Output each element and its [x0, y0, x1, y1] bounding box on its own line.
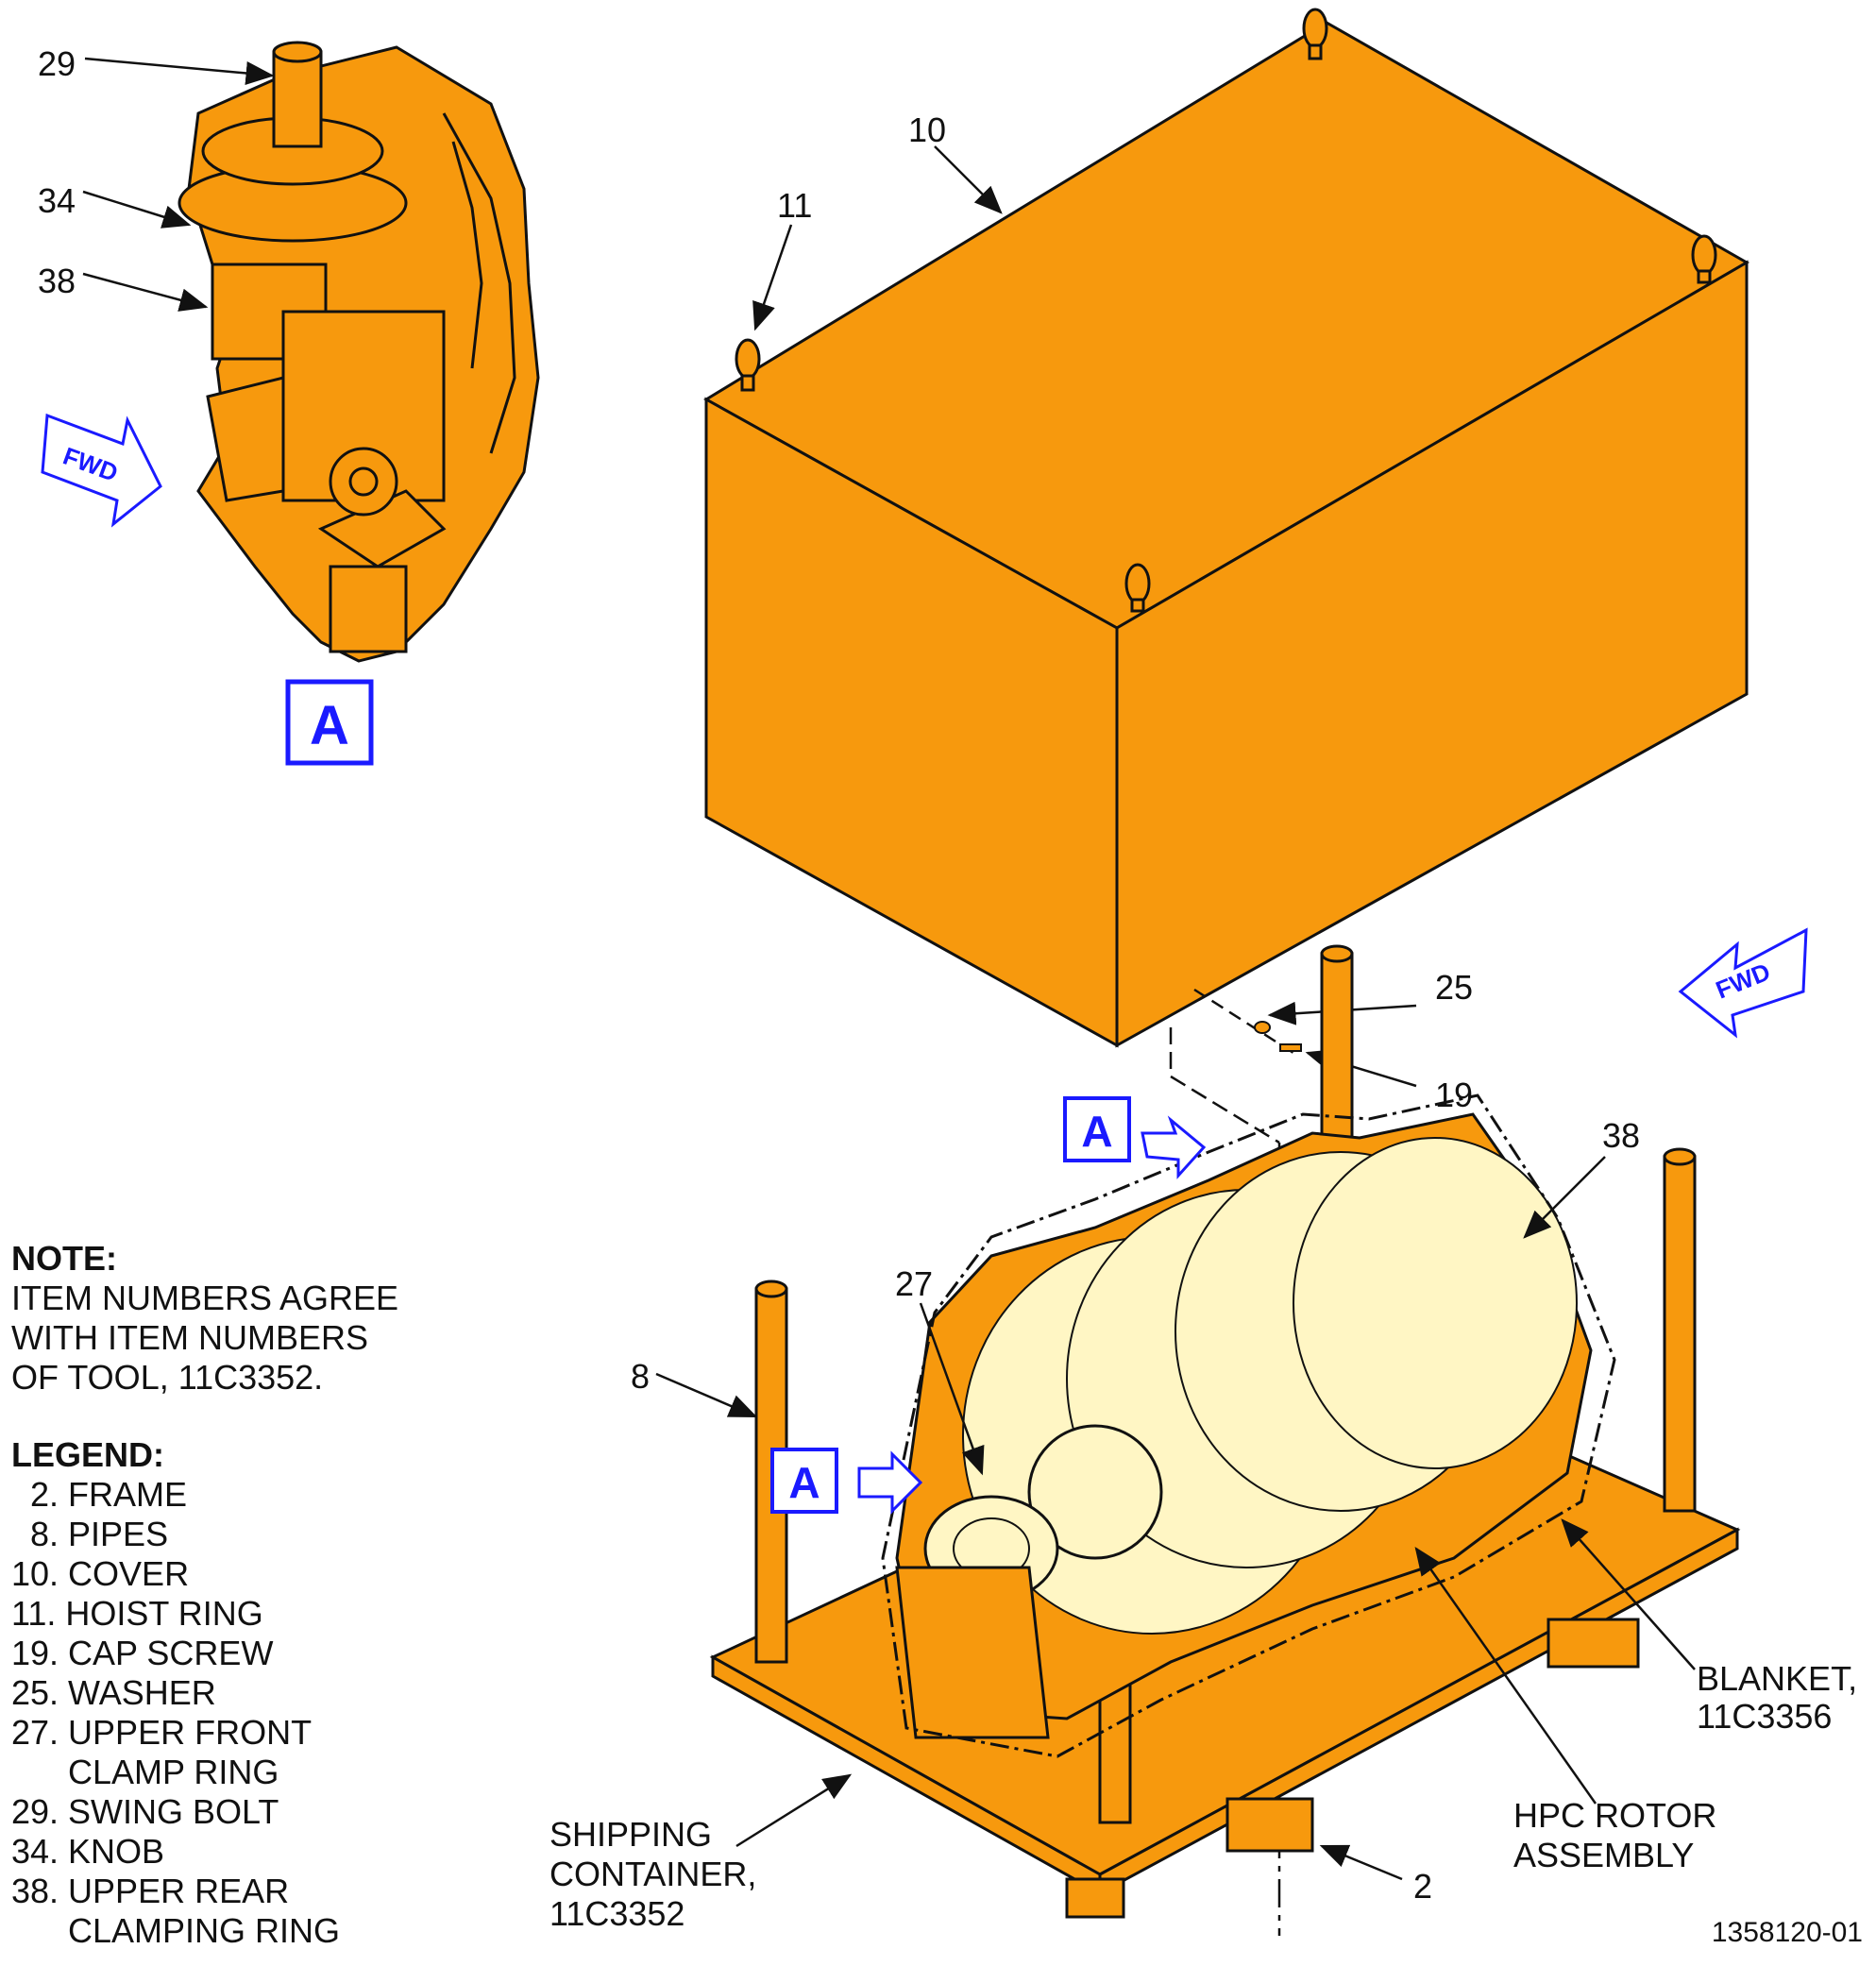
- callout-11: 11: [777, 186, 812, 225]
- hoist-rings: [735, 8, 1717, 613]
- legend-item: 2. FRAME: [11, 1475, 188, 1514]
- legend-item: CLAMP RING: [11, 1753, 279, 1791]
- view-a-ref-1: A: [1063, 1096, 1207, 1179]
- pipes: [754, 944, 1697, 1824]
- cover-leaders: [752, 145, 1003, 331]
- legend-item: 19. CAP SCREW: [11, 1634, 274, 1672]
- callout-19: 19: [1435, 1076, 1473, 1114]
- callout-27: 27: [895, 1264, 933, 1303]
- legend-item: 27. UPPER FRONT: [11, 1713, 313, 1752]
- cover-box: [703, 21, 1750, 1048]
- legend-item: CLAMPING RING: [11, 1911, 341, 1950]
- hpc-label-line2: ASSEMBLY: [1513, 1836, 1694, 1874]
- note-block: NOTE: ITEM NUMBERS AGREE WITH ITEM NUMBE…: [11, 1239, 502, 1398]
- view-a-detail-label: A: [285, 679, 374, 766]
- blanket-label-line1: BLANKET,: [1697, 1659, 1857, 1698]
- callout-29: 29: [38, 44, 76, 83]
- view-a-detail-text: A: [310, 695, 349, 756]
- legend-block: LEGEND: 2. FRAME 8. PIPES 10. COVER 11. …: [11, 1435, 502, 1951]
- view-a-ref-1-text: A: [1081, 1107, 1112, 1156]
- legend-item: 25. WASHER: [11, 1673, 216, 1712]
- hpc-label-line1: HPC ROTOR: [1513, 1796, 1716, 1835]
- detail-a-leaders: [82, 57, 275, 312]
- detail-a-illustration: [177, 41, 540, 663]
- fwd-arrow-right: FWD: [1678, 927, 1808, 1039]
- view-a-ref-2-text: A: [788, 1458, 820, 1507]
- callout-2: 2: [1413, 1867, 1432, 1906]
- washer-part: [1254, 1021, 1271, 1034]
- callout-10: 10: [908, 110, 946, 149]
- legend-item: 8. PIPES: [11, 1515, 169, 1553]
- note-line: OF TOOL, 11C3352.: [11, 1358, 324, 1397]
- legend-title: LEGEND:: [11, 1435, 164, 1474]
- callout-34: 34: [38, 181, 76, 220]
- callout-38-blanket: 38: [1602, 1116, 1640, 1155]
- legend-item: 29. SWING BOLT: [11, 1792, 279, 1831]
- note-line: WITH ITEM NUMBERS: [11, 1318, 368, 1357]
- callout-8: 8: [631, 1357, 650, 1396]
- cap-screw-part: [1279, 1043, 1302, 1052]
- legend-item: 11. HOIST RING: [11, 1594, 263, 1633]
- view-a-ref-2: A: [770, 1448, 923, 1515]
- blanket-outline: [881, 1093, 1616, 1758]
- shipping-label-line2: CONTAINER,: [549, 1855, 756, 1893]
- blanket-label-line2: 11C3356: [1697, 1697, 1832, 1736]
- fwd-arrow-left: FWD: [41, 413, 162, 528]
- shipping-label-line1: SHIPPING: [549, 1815, 712, 1854]
- callout-25: 25: [1435, 968, 1473, 1007]
- legend-item: 34. KNOB: [11, 1832, 165, 1871]
- legend-item: 38. UPPER REAR: [11, 1872, 290, 1910]
- figure-number: 1358120-01: [1711, 1917, 1863, 1948]
- lower-leaders: [655, 1156, 1696, 1881]
- shipping-label-line3: 11C3352: [549, 1894, 684, 1933]
- callout-38-detail: 38: [38, 262, 76, 300]
- note-line: ITEM NUMBERS AGREE: [11, 1279, 399, 1317]
- note-title: NOTE:: [11, 1239, 117, 1278]
- legend-item: 10. COVER: [11, 1554, 190, 1593]
